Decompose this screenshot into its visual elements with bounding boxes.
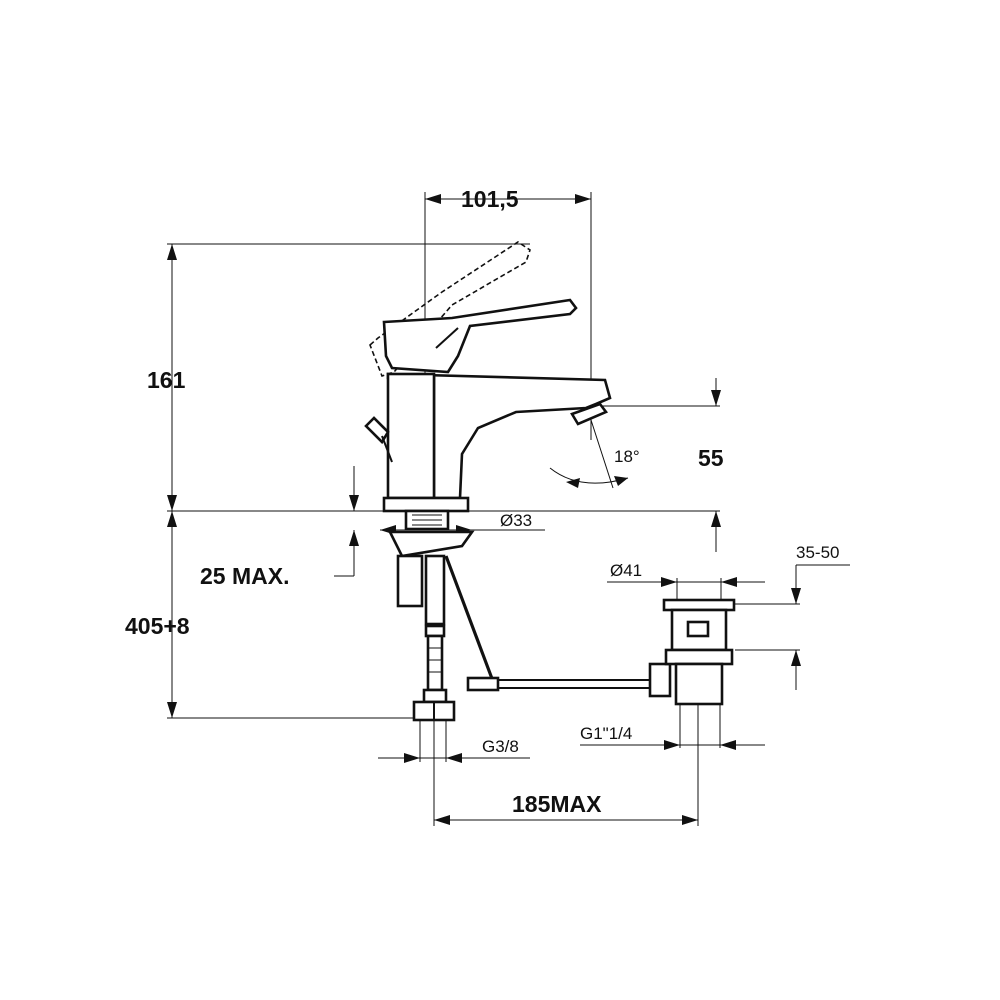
arrow-185-left	[434, 815, 450, 825]
arrow-25-top	[349, 495, 359, 511]
arrow-3550-top	[791, 588, 801, 604]
arrow-g38-left	[404, 753, 420, 763]
hose-ferrule	[422, 688, 448, 704]
dimension-labels: 101,5 161 55 18° Ø33 25 MAX. 405+8 Ø41 3…	[125, 186, 839, 817]
label-waste-range: 35-50	[796, 543, 839, 562]
faucet-base	[382, 496, 470, 513]
arrow-g114-left	[664, 740, 680, 750]
waste-flange	[662, 598, 736, 612]
under-deck-assembly	[387, 509, 496, 685]
label-height-total: 161	[147, 367, 186, 393]
fixing-bracket	[387, 530, 475, 558]
waste-lock-nut	[664, 648, 734, 666]
linkage-clamp	[466, 676, 500, 692]
label-deck-thickness: 25 MAX.	[200, 563, 289, 589]
waste-assembly	[466, 598, 736, 706]
arrow-41-left	[661, 577, 677, 587]
fixing-nut	[396, 554, 424, 608]
arrow-405-top	[167, 511, 177, 527]
label-inlet-thread: G3/8	[482, 737, 519, 756]
arrow-101-right	[575, 194, 591, 204]
dimension-lines	[167, 194, 850, 825]
label-distance-max: 185MAX	[512, 791, 602, 817]
arrow-161-top	[167, 244, 177, 260]
waste-window	[686, 620, 710, 638]
arrow-g38-right	[446, 753, 462, 763]
popup-rod	[444, 555, 496, 685]
label-spout-height: 55	[698, 445, 724, 471]
arrow-405-bottom	[167, 702, 177, 718]
arrow-18-right	[614, 476, 628, 486]
label-waste-diameter: Ø41	[610, 561, 642, 580]
hose-body	[426, 634, 444, 692]
arrow-18-left	[566, 478, 580, 488]
label-hose-length: 405+8	[125, 613, 190, 639]
arrow-55-bottom	[711, 511, 721, 527]
lever-handle	[382, 298, 578, 374]
arrow-101-left	[425, 194, 441, 204]
label-width-top: 101,5	[461, 186, 519, 212]
arrow-3550-bottom	[791, 650, 801, 666]
waste-pivot-nut	[648, 662, 672, 698]
label-waste-thread: G1"1/4	[580, 724, 632, 743]
body-column	[386, 372, 436, 500]
flex-hose	[412, 624, 456, 722]
label-spout-angle: 18°	[614, 447, 640, 466]
faucet-body	[364, 241, 612, 513]
popup-knob	[364, 416, 390, 445]
hose-crimp-top	[424, 624, 446, 638]
arrow-55-top	[711, 390, 721, 406]
supply-tube-upper	[424, 554, 446, 626]
aerator	[570, 402, 609, 426]
arrow-41-right	[721, 577, 737, 587]
arrow-185-right	[682, 815, 698, 825]
arrow-161-bottom	[167, 495, 177, 511]
arrow-25-bottom	[349, 530, 359, 546]
label-hole-diameter: Ø33	[500, 511, 532, 530]
waste-tail	[674, 662, 724, 706]
arrow-g114-right	[720, 740, 736, 750]
